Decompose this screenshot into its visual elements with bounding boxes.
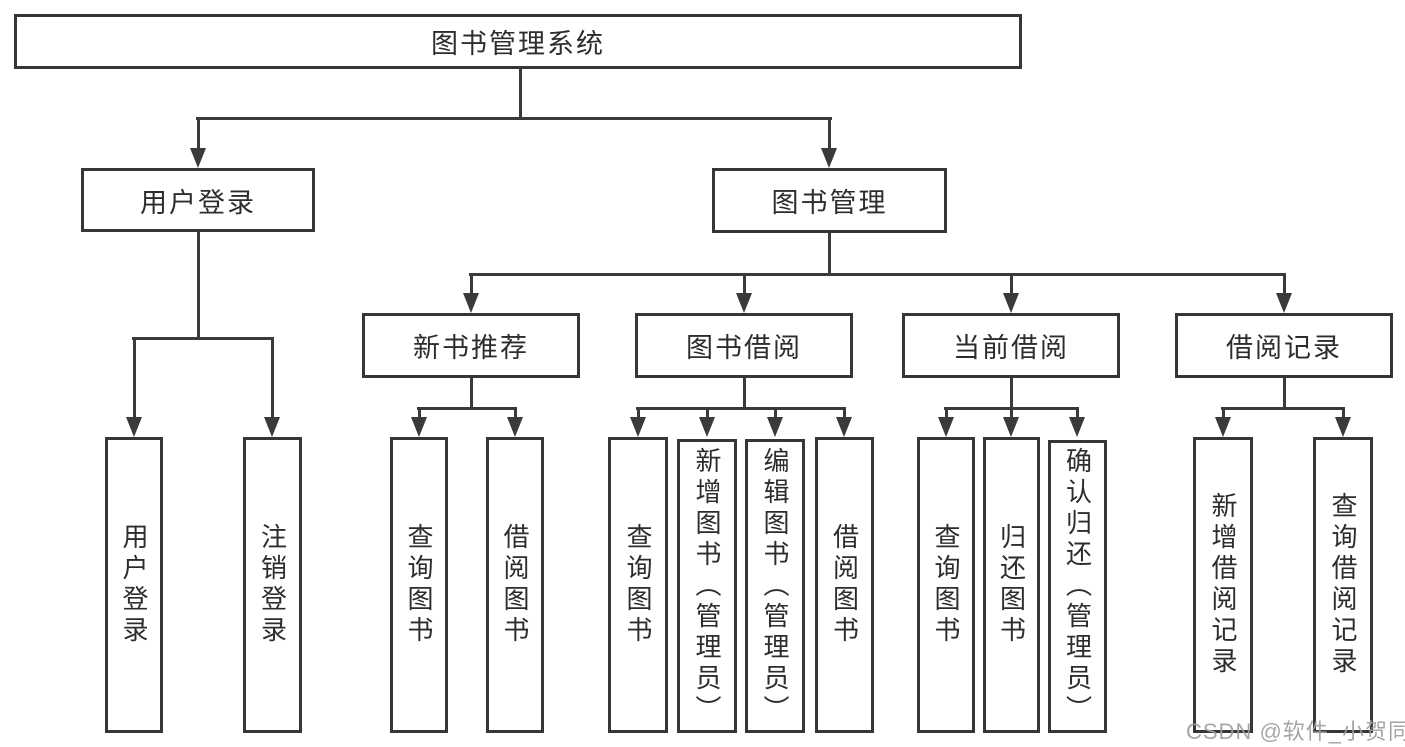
arrowhead xyxy=(264,417,280,437)
connector-line xyxy=(1283,273,1286,297)
arrowhead xyxy=(836,417,852,437)
node-label: 图书管理 xyxy=(771,188,888,218)
arrowhead xyxy=(938,417,954,437)
connector-line xyxy=(828,117,831,152)
leaf-add-borrow-record: 新增借阅记录 xyxy=(1193,437,1253,733)
arrowhead xyxy=(463,293,479,313)
leaf-logout: 注销登录 xyxy=(243,437,302,733)
node-label: 用户登录 xyxy=(140,187,256,218)
connector-line xyxy=(196,117,832,120)
connector-line xyxy=(828,233,831,276)
node-label: 注销登录 xyxy=(257,523,288,647)
arrowhead xyxy=(1215,417,1231,437)
node-label: 新增借阅记录 xyxy=(1208,492,1238,678)
leaf-borrow-books-recommend: 借阅图书 xyxy=(486,437,544,733)
node-label: 查询图书 xyxy=(404,523,434,647)
connector-line xyxy=(469,273,1286,276)
node-label: 确认归还（管理员） xyxy=(1062,447,1093,726)
watermark: CSDN @软件_小贺同学 xyxy=(1186,719,1405,744)
leaf-borrow-books-borrow: 借阅图书 xyxy=(815,437,874,733)
node-label: 查询借阅记录 xyxy=(1328,492,1358,678)
connector-line xyxy=(743,378,746,410)
connector-line xyxy=(133,337,136,421)
connector-line xyxy=(1342,407,1345,421)
node-book-borrow: 图书借阅 xyxy=(635,313,853,378)
arrowhead xyxy=(411,417,427,437)
leaf-return-books: 归还图书 xyxy=(983,437,1040,733)
node-label: 编辑图书（管理员） xyxy=(760,446,790,726)
node-root: 图书管理系统 xyxy=(14,14,1022,69)
arrowhead xyxy=(507,417,523,437)
arrowhead xyxy=(1069,417,1085,437)
node-label: 借阅图书 xyxy=(829,523,860,647)
node-label: 借阅图书 xyxy=(500,523,530,647)
connector-line xyxy=(843,407,846,421)
arrowhead xyxy=(821,148,837,168)
connector-line xyxy=(417,407,517,410)
node-label: 查询图书 xyxy=(623,523,653,647)
node-book-management: 图书管理 xyxy=(712,168,947,233)
node-label: 归还图书 xyxy=(996,523,1027,647)
arrowhead xyxy=(736,293,752,313)
connector-line xyxy=(636,407,846,410)
connector-line xyxy=(945,407,948,421)
connector-line xyxy=(743,273,746,297)
connector-line xyxy=(706,407,709,421)
connector-line xyxy=(1222,407,1225,421)
connector-line xyxy=(514,407,517,421)
connector-line xyxy=(519,68,522,120)
arrowhead xyxy=(1335,417,1351,437)
connector-line xyxy=(470,378,473,410)
connector-line xyxy=(1221,407,1345,410)
leaf-edit-book-admin: 编辑图书（管理员） xyxy=(745,439,805,733)
connector-line xyxy=(197,117,200,152)
arrowhead xyxy=(190,148,206,168)
leaf-query-books-current: 查询图书 xyxy=(917,437,975,733)
arrowhead xyxy=(1276,293,1292,313)
node-label: 新书推荐 xyxy=(413,333,529,363)
connector-line xyxy=(1010,273,1013,297)
connector-line xyxy=(418,407,421,421)
node-label: 查询图书 xyxy=(931,523,961,647)
arrowhead xyxy=(630,417,646,437)
leaf-confirm-return-admin: 确认归还（管理员） xyxy=(1048,440,1107,733)
node-label: 借阅记录 xyxy=(1226,333,1342,363)
node-label: 图书借阅 xyxy=(686,333,802,363)
arrowhead xyxy=(699,417,715,437)
connector-line xyxy=(1076,407,1079,421)
node-new-book-recommend: 新书推荐 xyxy=(362,313,580,378)
arrowhead xyxy=(767,417,783,437)
leaf-query-books-recommend: 查询图书 xyxy=(390,437,448,733)
leaf-query-books-borrow: 查询图书 xyxy=(608,437,668,733)
leaf-add-book-admin: 新增图书（管理员） xyxy=(677,439,737,733)
node-label: 用户登录 xyxy=(119,523,149,647)
connector-line xyxy=(774,407,777,421)
arrowhead xyxy=(1003,293,1019,313)
node-borrow-records: 借阅记录 xyxy=(1175,313,1393,378)
node-label: 当前借阅 xyxy=(953,333,1069,363)
leaf-user-login: 用户登录 xyxy=(105,437,163,733)
connector-line xyxy=(1283,378,1286,410)
node-user-login: 用户登录 xyxy=(81,168,315,232)
node-label: 新增图书（管理员） xyxy=(692,446,722,726)
arrowhead xyxy=(1003,417,1019,437)
connector-line xyxy=(470,273,473,297)
connector-line xyxy=(197,232,200,340)
leaf-query-borrow-record: 查询借阅记录 xyxy=(1313,437,1373,733)
node-current-borrow: 当前借阅 xyxy=(902,313,1120,378)
node-label: 图书管理系统 xyxy=(431,29,605,59)
arrowhead xyxy=(126,417,142,437)
connector-line xyxy=(1010,407,1013,421)
connector-line xyxy=(132,337,274,340)
connector-line xyxy=(1010,378,1013,410)
connector-line xyxy=(271,337,274,421)
connector-line xyxy=(637,407,640,421)
